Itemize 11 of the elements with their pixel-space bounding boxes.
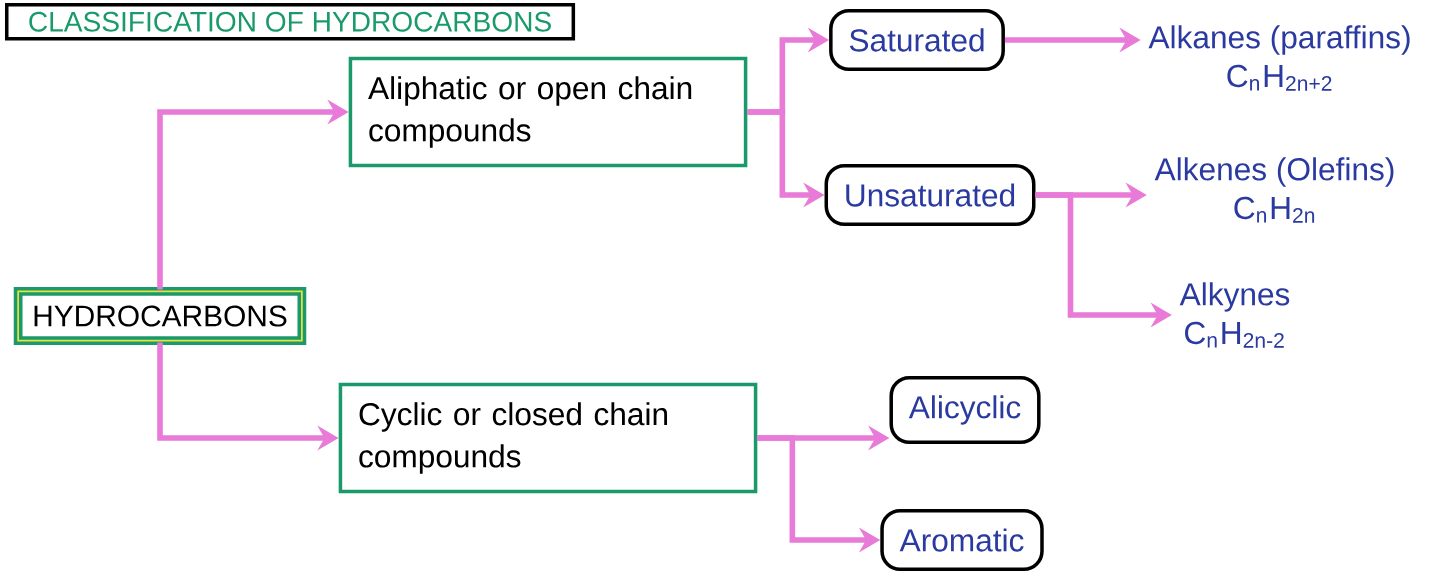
rounded-box: Unsaturated bbox=[824, 164, 1036, 226]
compound-label: Alkanes (paraffins) C$_{n}$H$_{2n+2}$ bbox=[1148, 25, 1410, 91]
root-box: HYDROCARBONS bbox=[13, 286, 307, 346]
compound-label: Alkynes C$_{n}$H$_{2n-2}$ bbox=[1179, 282, 1290, 348]
category-box: Cyclic or closed chain compounds bbox=[338, 382, 758, 494]
rounded-box: Alicyclic bbox=[889, 375, 1041, 445]
compound-label: Alkenes (Olefins) C$_{n}$H$_{2n}$ bbox=[1154, 157, 1394, 223]
category-box: Aliphatic or open chain compounds bbox=[348, 56, 748, 168]
rounded-box: Aromatic bbox=[880, 509, 1044, 571]
rounded-box: Saturated bbox=[829, 9, 1005, 71]
title-box: CLASSIFICATION OF HYDROCARBONS bbox=[5, 3, 576, 41]
